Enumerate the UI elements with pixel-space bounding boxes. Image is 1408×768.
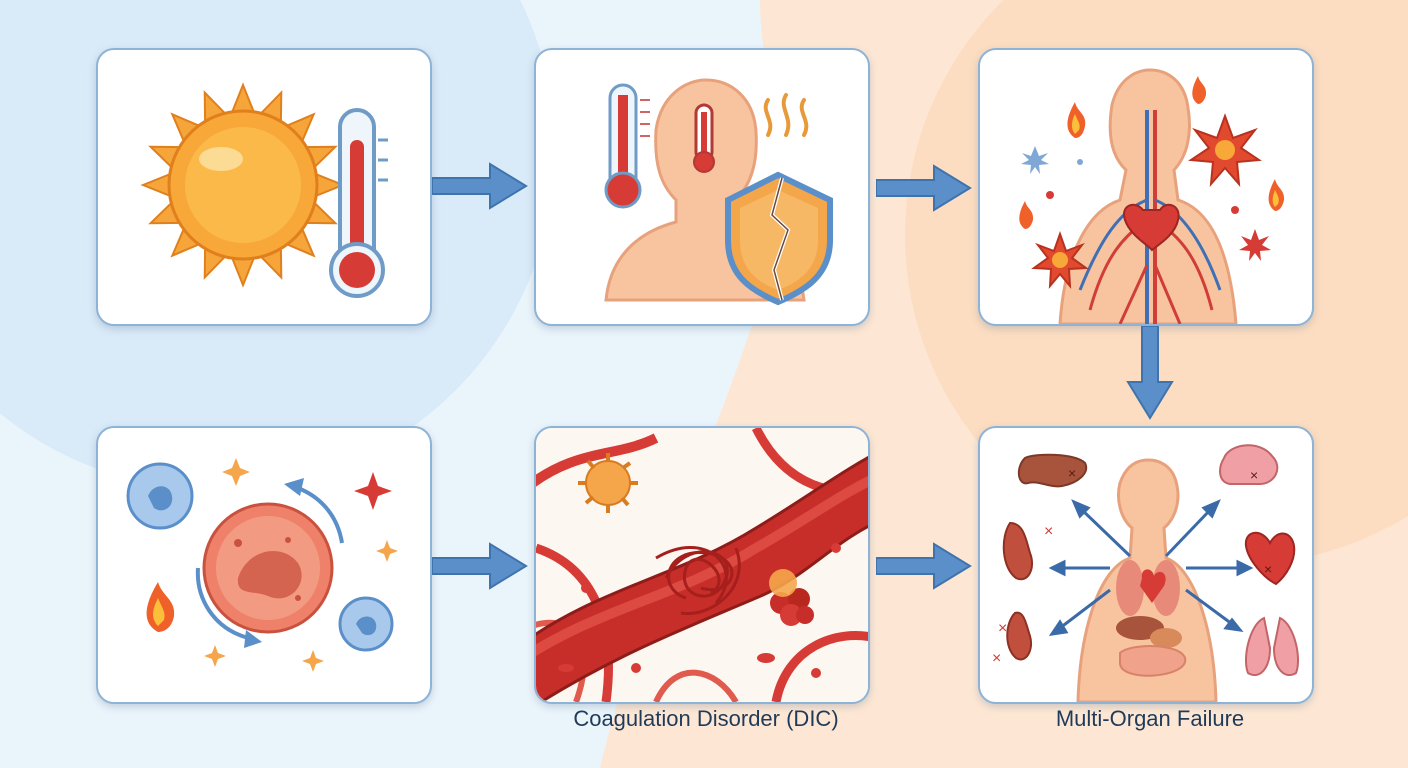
flame-icon bbox=[1067, 102, 1086, 138]
step-systemic-inflammation-panel bbox=[978, 48, 1314, 326]
blood-vessel-clots-icon bbox=[536, 428, 868, 702]
arrow-step3-to-step6 bbox=[1126, 326, 1174, 420]
step-heat-exposure-panel bbox=[96, 48, 432, 326]
caption-coagulation-disorder: Coagulation Disorder (DIC) bbox=[573, 706, 839, 731]
step-organ-failure-panel: × × × × × × bbox=[978, 426, 1314, 704]
step-thermoregulation-failure-panel bbox=[534, 48, 870, 326]
arrow-step4-to-step5 bbox=[432, 542, 528, 590]
arrow-step2-to-step3 bbox=[876, 164, 972, 212]
svg-text:×: × bbox=[998, 620, 1007, 637]
head-thermometer-shield-icon bbox=[604, 78, 833, 306]
svg-text:×: × bbox=[1250, 467, 1258, 483]
caption-multi-organ-failure: Multi-Organ Failure bbox=[1055, 706, 1245, 731]
body-inflammation-icon bbox=[1019, 68, 1285, 324]
step-cellular-damage-panel bbox=[96, 426, 432, 704]
svg-text:×: × bbox=[1068, 465, 1076, 481]
flame-icon bbox=[146, 582, 175, 632]
svg-text:×: × bbox=[1044, 523, 1053, 540]
arrow-step1-to-step2 bbox=[432, 162, 528, 210]
blood-cells-icon bbox=[126, 458, 398, 672]
svg-text:×: × bbox=[1264, 561, 1272, 577]
step-coagulation-panel bbox=[534, 426, 870, 704]
svg-text:×: × bbox=[992, 650, 1001, 667]
arrow-step5-to-step6 bbox=[876, 542, 972, 590]
sun-thermometer-icon bbox=[140, 82, 388, 298]
damaged-organs-icon: × × × × × × bbox=[992, 444, 1300, 702]
